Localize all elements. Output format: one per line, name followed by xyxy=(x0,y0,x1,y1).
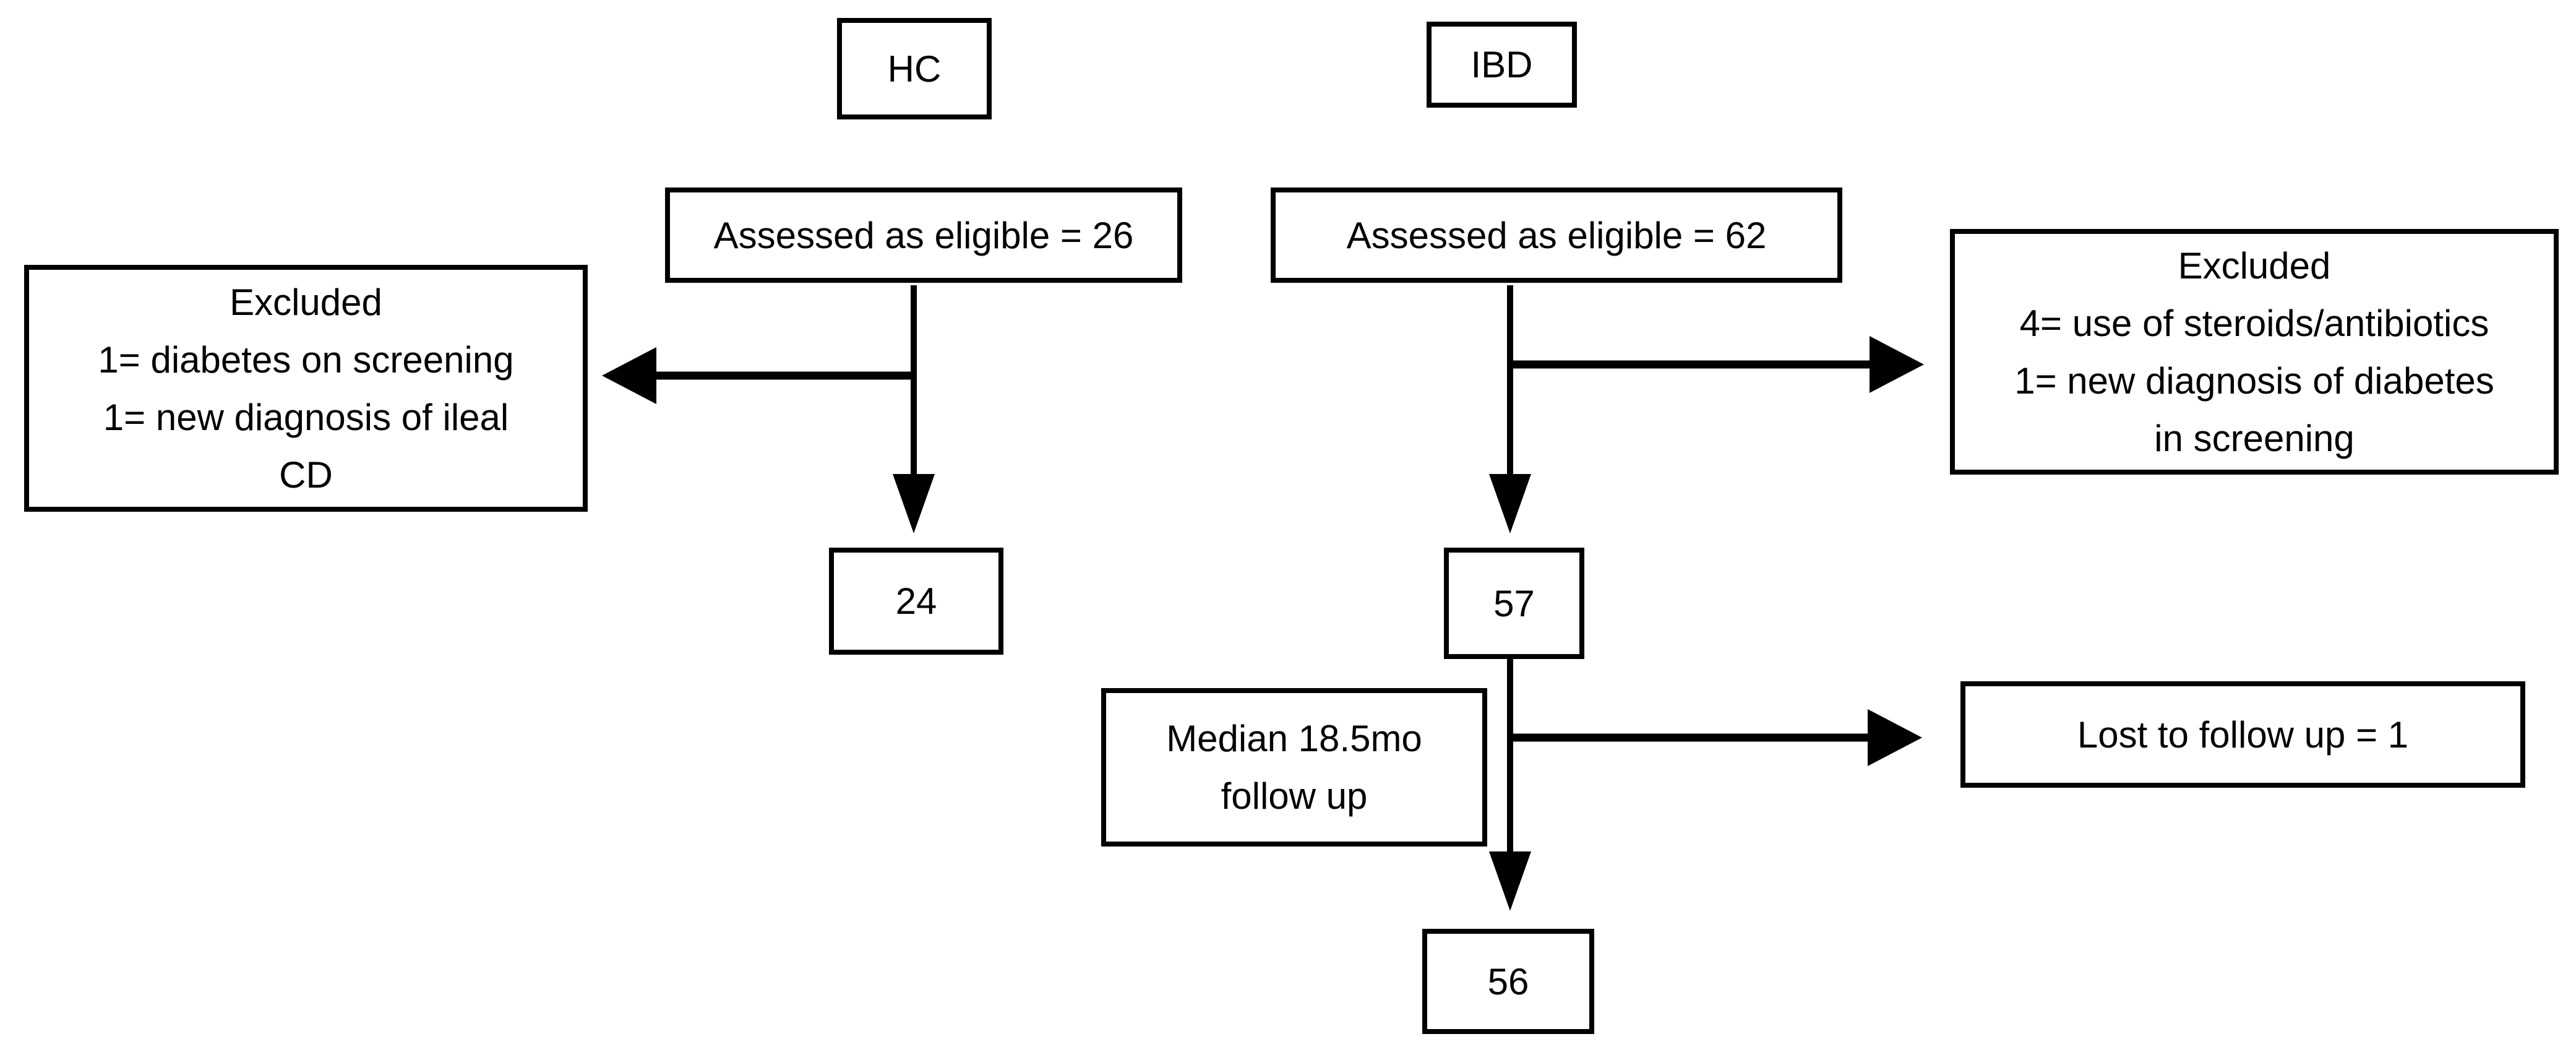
lost-right-arrowhead-icon xyxy=(1868,709,1922,766)
ibd-group-box: IBD xyxy=(1427,22,1577,108)
excluded-hc-reason-2: 1= new diagnosis of ileal xyxy=(103,396,509,438)
ibd-final-count: 56 xyxy=(1487,960,1529,1002)
excluded-ibd-box: Excluded 4= use of steroids/antibiotics … xyxy=(1950,229,2559,475)
median-followup-line-1: Median 18.5mo xyxy=(1166,718,1422,759)
excluded-ibd-reason-2: 1= new diagnosis of diabetes xyxy=(2014,360,2494,402)
assessed-eligible-hc-box: Assessed as eligible = 26 xyxy=(665,187,1182,283)
ibd-down-arrowhead-icon xyxy=(1489,474,1531,533)
assessed-eligible-hc-label: Assessed as eligible = 26 xyxy=(713,214,1134,256)
median-followup-box: Median 18.5mo follow up xyxy=(1101,688,1487,847)
followup-down-arrowhead-icon xyxy=(1489,851,1531,911)
excluded-ibd-title: Excluded xyxy=(2178,244,2331,287)
excluded-hc-reason-2-cont: CD xyxy=(279,454,333,496)
hc-down-arrowhead-icon xyxy=(893,474,935,533)
lost-to-followup-box: Lost to follow up = 1 xyxy=(1960,681,2525,788)
hc-group-box: HC xyxy=(837,18,992,119)
excluded-hc-box: Excluded 1= diabetes on screening 1= new… xyxy=(24,265,588,512)
ibd-final-count-box: 56 xyxy=(1422,929,1594,1034)
hc-enrolled-count: 24 xyxy=(895,580,937,622)
excluded-ibd-reason-1: 4= use of steroids/antibiotics xyxy=(2019,302,2489,344)
excluded-hc-reason-1: 1= diabetes on screening xyxy=(98,338,514,381)
excluded-ibd-reason-2-cont: in screening xyxy=(2154,417,2355,459)
hc-group-label: HC xyxy=(887,48,942,90)
hc-left-arrowhead-icon xyxy=(602,347,656,404)
median-followup-line-2: follow up xyxy=(1221,775,1368,817)
ibd-enrolled-count: 57 xyxy=(1493,582,1535,624)
ibd-enrolled-count-box: 57 xyxy=(1444,548,1584,659)
assessed-eligible-ibd-box: Assessed as eligible = 62 xyxy=(1271,187,1842,283)
assessed-eligible-ibd-label: Assessed as eligible = 62 xyxy=(1346,214,1767,256)
lost-to-followup-label: Lost to follow up = 1 xyxy=(2077,713,2409,756)
excluded-hc-title: Excluded xyxy=(230,281,382,323)
ibd-right-arrowhead-icon xyxy=(1870,336,1924,393)
hc-enrolled-count-box: 24 xyxy=(829,548,1003,655)
ibd-group-label: IBD xyxy=(1470,44,1533,85)
